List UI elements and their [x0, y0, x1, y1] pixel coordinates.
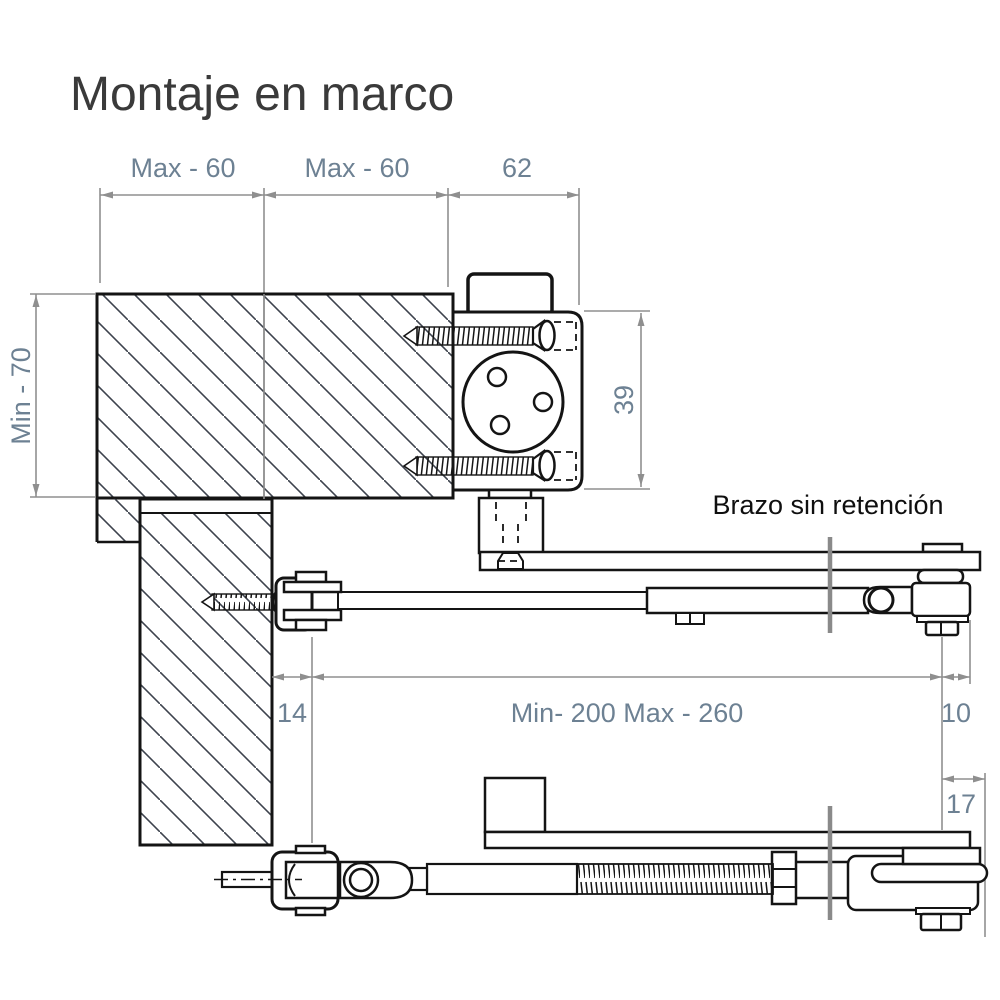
detached-arm-side-view: [214, 776, 989, 932]
main-arm: [478, 542, 982, 572]
arm-shoe-top-view: [200, 570, 343, 632]
joint-bar: [870, 862, 989, 884]
dim-17: 17: [946, 789, 976, 819]
dim-14: 14: [277, 698, 307, 728]
arm-shoe-side-view: [214, 844, 340, 917]
dim-max60-left: Max - 60: [130, 153, 235, 183]
closer-top-tab: [466, 272, 554, 318]
frame-header: [95, 292, 455, 500]
dim-39: 39: [609, 385, 639, 415]
plain-rod: [425, 862, 579, 896]
lower-dimension-group: 17: [942, 773, 986, 937]
dim-min200-max260: Min- 200 Max - 260: [511, 698, 744, 728]
elbow-clevis: [862, 585, 914, 615]
lock-nut: [770, 850, 798, 906]
middle-dimension-group: 14 Min- 200 Max - 260 10: [272, 620, 971, 843]
joint-nut: [919, 912, 963, 932]
dim-max60-mid: Max - 60: [304, 153, 409, 183]
threaded-rod: [576, 863, 774, 895]
frame-jamb: [138, 497, 274, 847]
dim-10: 10: [941, 698, 971, 728]
spindle-block: [477, 488, 545, 555]
eye-link: [338, 860, 414, 900]
mounting-screw-upper: [402, 318, 577, 353]
forearm-rod: [337, 586, 870, 625]
dim-min70: Min - 70: [6, 347, 36, 445]
mounting-screw-lower: [402, 448, 577, 483]
body-height-dimension: 39: [584, 310, 650, 490]
closer-body: [451, 310, 584, 492]
top-dimension-group: Max - 60 Max - 60 62: [99, 153, 580, 499]
frame-header-leg: [95, 497, 140, 544]
dim-62: 62: [502, 153, 532, 183]
closer-pinion: [461, 350, 565, 454]
arm-knuckle: [910, 568, 972, 637]
joint-plate: [901, 846, 982, 866]
arm-type-label: Brazo sin retención: [712, 490, 943, 520]
arm-top-plate: [483, 830, 972, 850]
left-dimension-group: Min - 70: [6, 293, 95, 498]
arm-shoe-block: [483, 776, 547, 834]
page-title: Montaje en marco: [70, 68, 454, 121]
